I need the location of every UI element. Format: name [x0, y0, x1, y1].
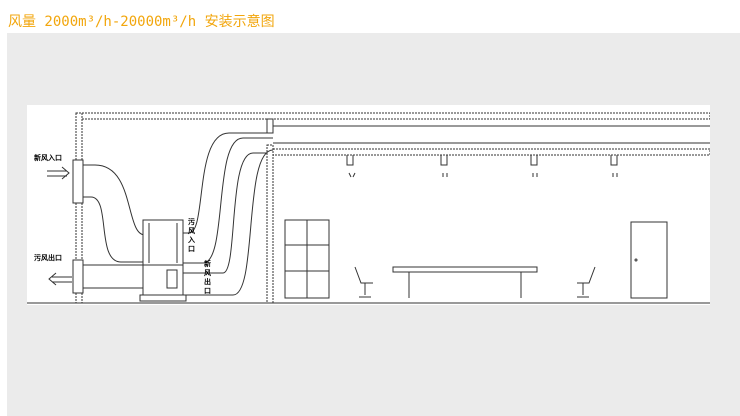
installation-diagram: 新风入口 污风出口 污 风 入 口 新 风 出 口	[27, 105, 710, 305]
fresh-air-outlet-label: 新 风 出 口	[204, 260, 212, 296]
label-char: 风	[204, 269, 211, 277]
air-diffusers	[346, 155, 618, 178]
label-char: 入	[188, 236, 195, 244]
inlet-arrow-icon	[47, 166, 70, 180]
exhaust-inlet-label: 污 风 入 口	[188, 218, 196, 254]
label-char: 新	[204, 260, 211, 268]
fresh-air-inlet-label: 新风入口	[34, 154, 62, 162]
cabinet	[284, 219, 330, 299]
label-char: 口	[204, 287, 211, 295]
door	[630, 221, 668, 299]
room-furniture	[284, 219, 668, 299]
label-char: 口	[188, 245, 195, 253]
chair-left	[354, 266, 373, 298]
exhaust-outlet-label: 污风出口	[34, 254, 62, 262]
air-ducts	[72, 132, 274, 296]
label-char: 风	[188, 227, 195, 235]
outlet-arrow-icon	[48, 272, 72, 286]
ceiling-duct	[266, 118, 710, 156]
diagram-drawing	[27, 112, 710, 304]
table	[392, 266, 538, 298]
label-char: 出	[204, 278, 211, 286]
label-char: 污	[188, 218, 195, 226]
building-walls	[27, 112, 710, 304]
chair-right	[577, 266, 596, 298]
air-handling-unit	[139, 219, 187, 302]
page-title: 风量 2000m³/h-20000m³/h 安装示意图	[8, 14, 275, 30]
airflow-arrows	[47, 166, 72, 286]
